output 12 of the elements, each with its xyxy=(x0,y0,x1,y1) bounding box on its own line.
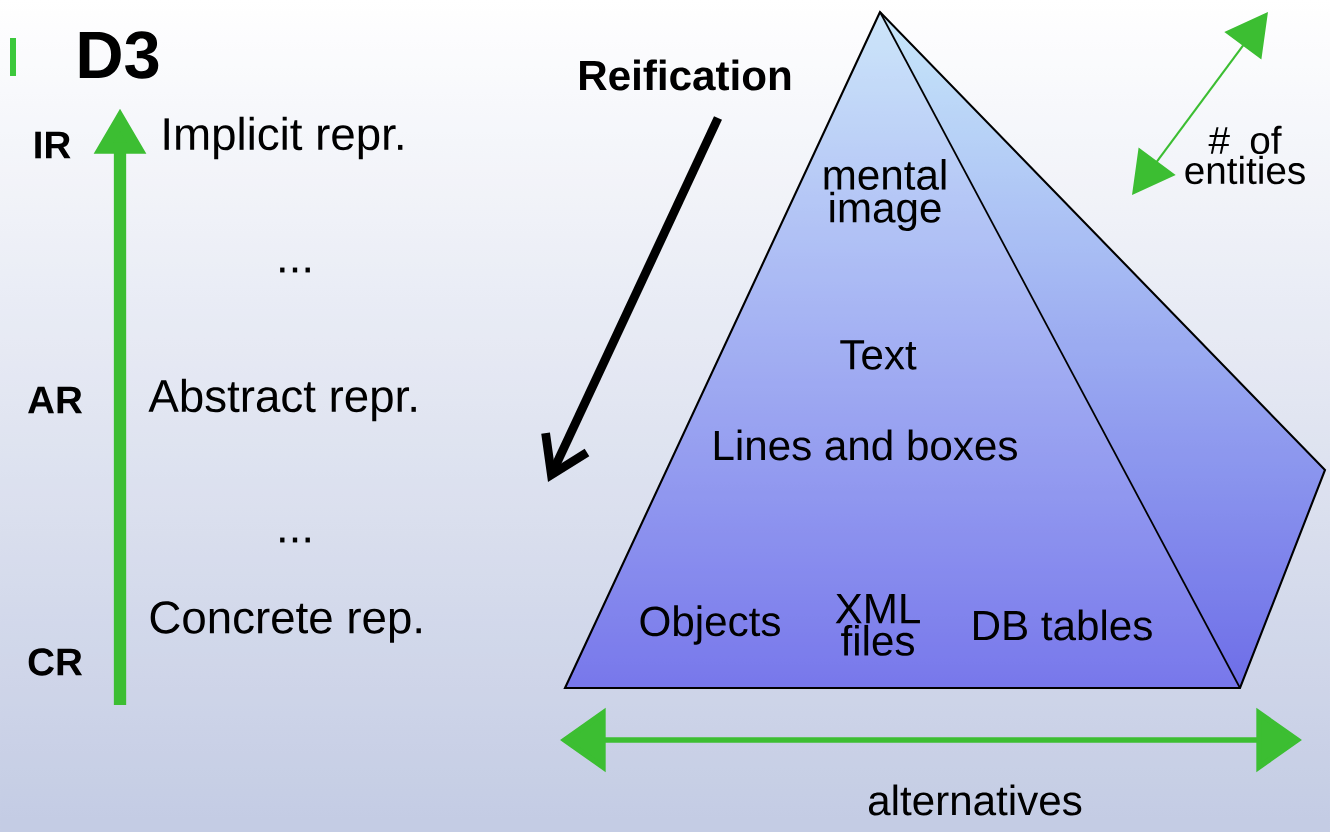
arrow-label: Reification xyxy=(580,59,791,91)
level-label: AR xyxy=(28,386,83,414)
level-label: IR xyxy=(35,131,71,159)
ellipsis: ... xyxy=(280,537,310,543)
ellipsis: ... xyxy=(280,267,310,273)
level-label: CR xyxy=(28,648,83,676)
arrow-label: alternatives xyxy=(869,784,1082,816)
level-text: Implicit repr. xyxy=(164,116,403,160)
arrow-label: # of entities xyxy=(1185,125,1305,185)
level-text: Abstract repr. xyxy=(148,378,416,422)
level-text: Concrete rep. xyxy=(150,601,421,643)
title: D3 xyxy=(79,31,159,79)
